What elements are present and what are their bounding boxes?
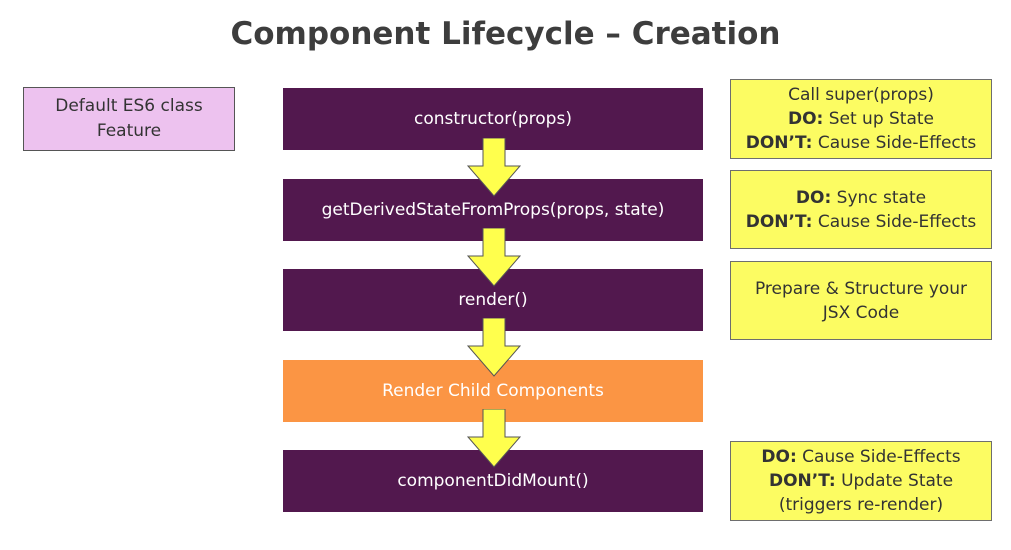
note-do-line: DO: Sync state [796, 186, 926, 210]
step-label: Render Child Components [382, 381, 604, 401]
dont-text: Cause Side-Effects [812, 211, 977, 232]
down-arrow-icon [466, 138, 522, 197]
dont-label: DON’T: [745, 211, 813, 232]
note-constructor: Call super(props) DO: Set up State DON’T… [730, 79, 992, 159]
note-line: Call super(props) [788, 85, 934, 105]
do-text: Cause Side-Effects [796, 447, 961, 467]
dont-label: DON’T: [745, 133, 813, 153]
do-label: DO: [787, 109, 824, 129]
note-line: JSX Code [822, 302, 900, 323]
note-dont-line: DON’T: Update State [769, 469, 953, 493]
diagram-title: Component Lifecycle – Creation [230, 16, 781, 52]
step-component-did-mount: componentDidMount() [283, 450, 703, 512]
step-label: componentDidMount() [397, 471, 589, 491]
note-component-did-mount: DO: Cause Side-Effects DON’T: Update Sta… [730, 441, 992, 521]
side-note-es6: Default ES6 class Feature [23, 87, 235, 151]
note-do-line: DO: Set up State [788, 107, 934, 131]
note-dont-line: DON’T: Cause Side-Effects [746, 131, 977, 155]
do-text: Set up State [823, 109, 935, 129]
note-get-derived-state: DO: Sync state DON’T: Cause Side-Effects [730, 170, 992, 249]
dont-label: DON’T: [768, 471, 836, 491]
note-dont-line: DON’T: Cause Side-Effects [746, 210, 977, 234]
down-arrow-icon [466, 228, 522, 287]
step-label: constructor(props) [414, 109, 572, 129]
note-line: (triggers re-render) [778, 495, 944, 515]
dont-text: Cause Side-Effects [812, 133, 977, 153]
do-text: Sync state [831, 187, 927, 208]
do-label: DO: [761, 447, 797, 467]
note-do-line: DO: Cause Side-Effects [761, 445, 960, 469]
note-render: Prepare & Structure your JSX Code [730, 261, 992, 340]
step-label: getDerivedStateFromProps(props, state) [321, 200, 665, 220]
side-note-line2: Feature [96, 121, 162, 141]
down-arrow-icon [466, 318, 522, 377]
side-note-line1: Default ES6 class [55, 96, 203, 116]
dont-text: Update State [835, 471, 954, 491]
down-arrow-icon [466, 409, 522, 468]
do-label: DO: [795, 187, 832, 208]
note-line: Prepare & Structure your [754, 278, 968, 299]
step-label: render() [458, 290, 528, 310]
